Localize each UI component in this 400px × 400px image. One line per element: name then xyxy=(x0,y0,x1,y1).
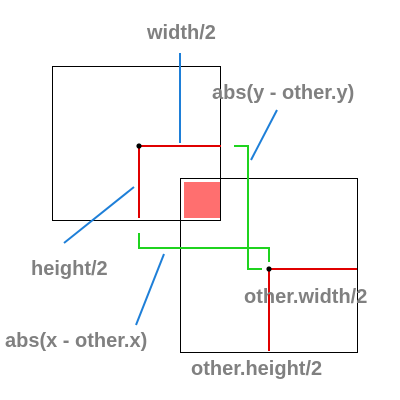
box-a-outline xyxy=(52,66,221,221)
label-abs-x: abs(x - other.x) xyxy=(5,330,147,352)
leader-height-half xyxy=(63,186,135,244)
label-other-height-half: other.height/2 xyxy=(191,358,322,380)
leader-abs-x xyxy=(135,253,165,326)
overlap-region xyxy=(184,182,220,218)
box-a-center-dot xyxy=(136,143,142,149)
abs-x-bracket xyxy=(138,233,270,262)
label-abs-y: abs(y - other.y) xyxy=(212,82,354,104)
leader-abs-y xyxy=(250,109,278,161)
abs-y-bracket xyxy=(234,145,262,270)
box-b-outline xyxy=(180,178,358,353)
label-height-half: height/2 xyxy=(31,258,108,280)
label-other-width-half: other.width/2 xyxy=(244,286,367,308)
label-width-half: width/2 xyxy=(146,22,216,44)
box-b-center-dot xyxy=(266,266,272,272)
